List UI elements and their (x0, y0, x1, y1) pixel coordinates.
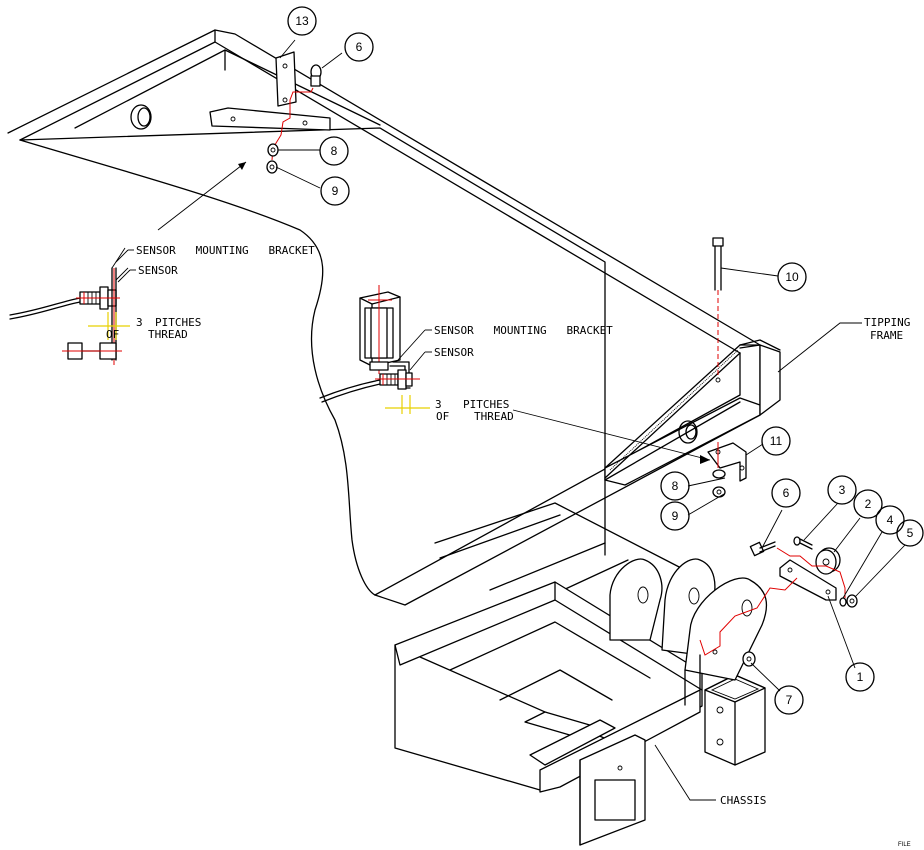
balloon-8-top: 8 (319, 136, 349, 166)
left-pitch-num: 3 (136, 316, 143, 329)
balloon-7: 7 (774, 685, 804, 715)
svg-text:9: 9 (672, 509, 679, 523)
svg-text:6: 6 (783, 486, 790, 500)
balloon-2: 2 (853, 489, 883, 519)
balloon-1: 1 (845, 662, 875, 692)
left-pitch-word2: OF (106, 328, 119, 341)
bolt-and-bracket (707, 237, 747, 498)
balloon-5: 5 (896, 519, 924, 547)
svg-text:8: 8 (672, 479, 679, 493)
item-balloons: 13 6 8 9 10 11 8 9 6 3 2 4 5 1 7 (287, 6, 924, 715)
sensor-detail-right (319, 285, 711, 464)
svg-text:1: 1 (857, 670, 864, 684)
right-pitch-word3: THREAD (474, 410, 514, 423)
svg-text:8: 8 (331, 144, 338, 158)
right-sensor-label: SENSOR (434, 346, 474, 359)
left-pitch-word3: THREAD (148, 328, 188, 341)
balloon-4: 4 (875, 505, 905, 535)
exploded-hardware (699, 536, 858, 667)
balloon-6-top: 6 (344, 32, 374, 62)
balloon-13: 13 (287, 6, 317, 36)
balloon-3: 3 (827, 475, 857, 505)
upper-sensor-mount (266, 51, 322, 174)
balloon-9-right: 9 (660, 501, 690, 531)
svg-text:5: 5 (907, 526, 914, 540)
right-pitch-word1: PITCHES (463, 398, 509, 411)
text-labels: SENSOR MOUNTING BRACKET SENSOR 3 PITCHES… (106, 244, 911, 848)
svg-text:13: 13 (295, 14, 309, 28)
svg-text:11: 11 (770, 434, 783, 448)
left-bracket-label: SENSOR MOUNTING BRACKET (136, 244, 315, 257)
svg-text:2: 2 (865, 497, 872, 511)
tipping-frame-label-2: FRAME (870, 329, 903, 342)
chassis-label: CHASSIS (720, 794, 766, 807)
svg-text:6: 6 (356, 40, 363, 54)
tipping-frame-label-1: TIPPING (864, 316, 910, 329)
svg-text:7: 7 (786, 693, 793, 707)
svg-text:3: 3 (839, 483, 846, 497)
right-bracket-label: SENSOR MOUNTING BRACKET (434, 324, 613, 337)
balloon-10: 10 (777, 262, 807, 292)
balloon-11: 11 (761, 426, 791, 456)
file-mark: FILE (898, 842, 911, 848)
svg-text:9: 9 (332, 184, 339, 198)
right-pitch-word2: OF (436, 410, 449, 423)
balloon-8-right: 8 (660, 471, 690, 501)
chassis (394, 502, 768, 846)
svg-text:10: 10 (785, 270, 799, 284)
left-pitch-word1: PITCHES (155, 316, 201, 329)
tipping-body (7, 29, 781, 606)
sensor-detail-left (9, 161, 247, 365)
svg-text:4: 4 (887, 513, 894, 527)
left-sensor-label: SENSOR (138, 264, 178, 277)
label-leaders (115, 39, 906, 801)
balloon-6-right: 6 (771, 478, 801, 508)
right-pitch-num: 3 (435, 398, 442, 411)
balloon-9-top: 9 (320, 176, 350, 206)
